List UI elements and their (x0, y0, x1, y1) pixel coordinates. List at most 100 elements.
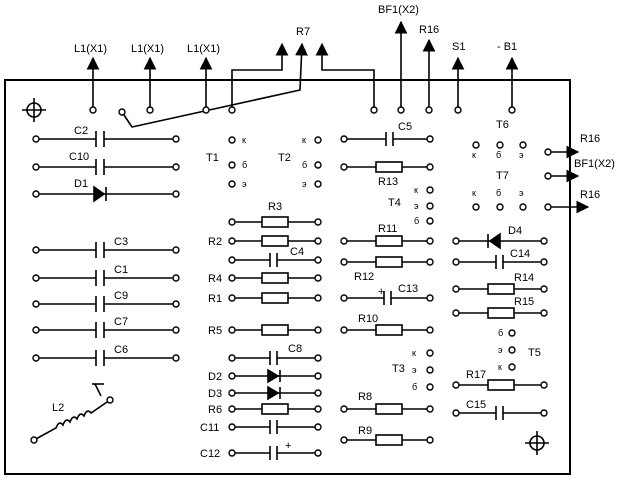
label-c9: C9 (114, 290, 128, 302)
solder-pad (540, 309, 548, 317)
label-r17: R17 (466, 369, 486, 381)
solder-pad (172, 135, 180, 143)
solder-pad (314, 449, 322, 457)
board-outline (4, 79, 571, 475)
pin-t3-e: э (412, 365, 417, 375)
pin-t2-b: б (302, 160, 307, 170)
solder-pad (454, 106, 462, 114)
solder-pad (314, 423, 322, 431)
pin-t5-k: к (498, 362, 502, 372)
solder-pad (172, 246, 180, 254)
label-c4: C4 (290, 246, 304, 258)
solder-pad (452, 381, 460, 389)
solder-pad (508, 106, 516, 114)
solder-pad (496, 203, 504, 211)
solder-pad (519, 141, 527, 149)
solder-pad (426, 202, 434, 210)
solder-pad (314, 294, 322, 302)
pin-t5-b: б (498, 328, 503, 338)
connector-label-r16-right-b: R16 (580, 189, 600, 201)
solder-pad (314, 180, 322, 188)
solder-pad (426, 294, 434, 302)
solder-pad (544, 148, 552, 156)
polarity-mark-c13: + (378, 286, 384, 298)
solder-pad (172, 274, 180, 282)
solder-pad (540, 381, 548, 389)
solder-pad (314, 326, 322, 334)
mounting-mark-bottom-right (525, 431, 549, 455)
solder-pad (508, 329, 516, 337)
label-d3: D3 (208, 388, 222, 400)
solder-pad (32, 190, 40, 198)
solder-pad (340, 135, 348, 143)
solder-pad (314, 274, 322, 282)
label-c11: C11 (200, 422, 219, 434)
solder-pad (314, 218, 322, 226)
connector-label-bf1: BF1(X2) (378, 4, 419, 16)
solder-pad (452, 285, 460, 293)
label-r8: R8 (358, 391, 372, 403)
label-d2: D2 (208, 371, 222, 383)
solder-pad (544, 203, 552, 211)
solder-pad (426, 326, 434, 334)
solder-pad (452, 258, 460, 266)
solder-pad (228, 106, 236, 114)
solder-pad (426, 349, 434, 357)
solder-pad (32, 274, 40, 282)
solder-pad (472, 203, 480, 211)
solder-pad (540, 285, 548, 293)
solder-pad (540, 258, 548, 266)
connector-label-s1: S1 (452, 41, 465, 53)
solder-pad (172, 354, 180, 362)
label-t7: T7 (496, 170, 509, 182)
solder-pad (508, 346, 516, 354)
solder-pad (340, 258, 348, 266)
solder-pad (314, 237, 322, 245)
solder-pad (172, 190, 180, 198)
solder-pad (496, 141, 504, 149)
solder-pad (172, 163, 180, 171)
label-c2: C2 (74, 125, 88, 137)
solder-pad (370, 106, 378, 114)
solder-pad (425, 106, 433, 114)
solder-pad (228, 372, 236, 380)
pin-t4-k: к (414, 185, 418, 195)
solder-pad (426, 186, 434, 194)
label-c7: C7 (114, 316, 128, 328)
solder-pad (314, 256, 322, 264)
connector-label-l1-3: L1(X1) (187, 43, 220, 55)
label-d4: D4 (508, 225, 522, 237)
solder-pad (32, 354, 40, 362)
label-c6: C6 (114, 344, 128, 356)
solder-pad (30, 436, 38, 444)
solder-pad (228, 423, 236, 431)
connector-label-l1-2: L1(X1) (131, 43, 164, 55)
solder-pad (508, 363, 516, 371)
solder-pad (472, 141, 480, 149)
label-c12: C12 (200, 448, 220, 460)
pin-t6-e: э (519, 150, 524, 160)
solder-pad (228, 161, 236, 169)
label-r6: R6 (208, 404, 222, 416)
label-c3: C3 (114, 236, 128, 248)
pin-t4-e: э (414, 201, 419, 211)
solder-pad (228, 354, 236, 362)
pin-t4-b: б (414, 216, 419, 226)
label-t1: T1 (206, 152, 219, 164)
label-r11: R11 (378, 223, 397, 235)
solder-pad (426, 217, 434, 225)
label-c1: C1 (114, 264, 128, 276)
solder-pad (32, 326, 40, 334)
solder-pad (228, 326, 236, 334)
solder-pad (426, 436, 434, 444)
solder-pad (314, 389, 322, 397)
solder-pad (397, 106, 405, 114)
solder-pad (340, 326, 348, 334)
label-t3: T3 (392, 363, 405, 375)
solder-pad (314, 405, 322, 413)
solder-pad (426, 163, 434, 171)
label-c5: C5 (398, 121, 412, 133)
label-t5: T5 (528, 347, 541, 359)
solder-pad (228, 389, 236, 397)
